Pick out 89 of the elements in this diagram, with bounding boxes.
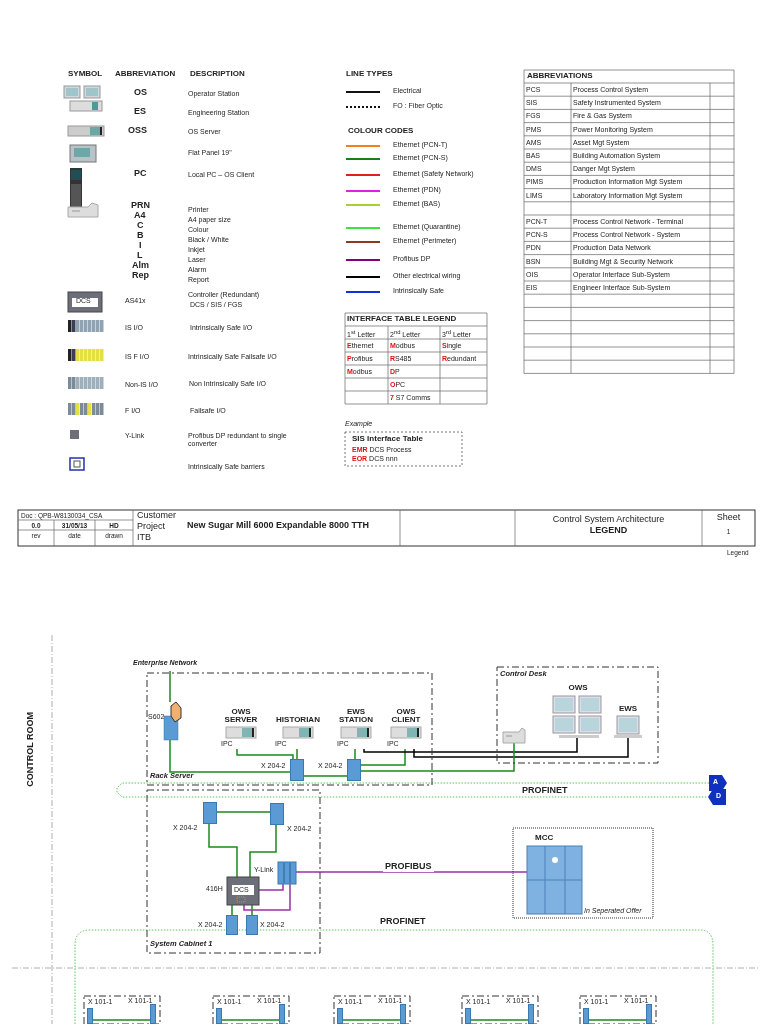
label-text: PRN bbox=[131, 201, 150, 211]
network-switch bbox=[226, 915, 238, 935]
network-switch bbox=[290, 759, 304, 781]
label-text: B bbox=[137, 231, 144, 241]
network-switch bbox=[279, 1004, 285, 1024]
enclosure-outline bbox=[213, 996, 289, 1024]
heading: DESCRIPTION bbox=[190, 70, 245, 79]
label-text: Alm bbox=[132, 261, 149, 271]
network-cable bbox=[116, 782, 710, 798]
network-cable bbox=[251, 904, 253, 916]
label-text: L bbox=[137, 251, 143, 261]
label-text: Rep bbox=[132, 271, 149, 281]
label-text: New Sugar Mill 6000 Expandable 8000 TTH bbox=[187, 521, 370, 531]
network-cable bbox=[470, 1019, 529, 1021]
heading: ABBREVIATIONS bbox=[527, 72, 593, 81]
printer-icon bbox=[503, 728, 525, 743]
network-cable bbox=[295, 871, 528, 873]
heading: LINE TYPES bbox=[346, 70, 393, 79]
label-text: ITB bbox=[137, 533, 151, 543]
heading: SYMBOL bbox=[68, 70, 103, 79]
network-cable bbox=[216, 811, 271, 813]
network-cable bbox=[588, 1019, 647, 1021]
group-title: MCC bbox=[535, 834, 554, 843]
network-switch bbox=[347, 759, 361, 781]
network-switch bbox=[465, 1008, 471, 1024]
network-switch bbox=[528, 1004, 534, 1024]
enclosure-outline bbox=[580, 996, 656, 1024]
firewall-switch-icon bbox=[164, 702, 182, 740]
device-title: EWS bbox=[617, 705, 639, 714]
heading: INTERFACE TABLE LEGEND bbox=[347, 315, 457, 324]
vertical-label: CONTROL ROOM bbox=[26, 712, 36, 787]
label-text: C bbox=[137, 221, 144, 231]
network-switch bbox=[216, 1008, 222, 1024]
enclosure-outline bbox=[462, 996, 538, 1024]
edge-label: PROFINET bbox=[520, 786, 570, 796]
network-cable bbox=[360, 742, 515, 772]
label-text: OSS bbox=[128, 126, 147, 136]
network-cable bbox=[236, 748, 294, 760]
label-text: OS bbox=[134, 88, 147, 98]
label-text: Customer bbox=[137, 511, 176, 521]
network-cable bbox=[249, 824, 277, 878]
title-block-text: LEGEND bbox=[588, 526, 629, 536]
label-text: I bbox=[139, 241, 142, 251]
title-block-text: Control System Architecture bbox=[551, 515, 666, 525]
edge-label: PROFIBUS bbox=[383, 862, 434, 872]
label-text: ES bbox=[134, 107, 146, 117]
label-text: A4 bbox=[134, 211, 146, 221]
heading: ABBREVIATION bbox=[115, 70, 176, 79]
device-title: OWS CLIENT bbox=[390, 706, 422, 724]
network-cable bbox=[354, 748, 356, 760]
network-cable bbox=[208, 823, 238, 878]
device-title: OWS bbox=[567, 684, 589, 693]
y-link-icon bbox=[278, 862, 296, 884]
network-cable bbox=[243, 883, 291, 911]
network-switch bbox=[646, 1004, 652, 1024]
network-cable bbox=[169, 739, 291, 773]
device-title: HISTORIAN bbox=[275, 714, 321, 724]
network-switch bbox=[583, 1008, 589, 1024]
network-cable bbox=[92, 1019, 151, 1021]
network-cable bbox=[296, 748, 298, 760]
network-switch bbox=[87, 1008, 93, 1024]
off-page-connector bbox=[708, 789, 726, 805]
network-cable bbox=[360, 748, 406, 766]
enclosure-outline bbox=[334, 996, 410, 1024]
network-switch bbox=[270, 803, 284, 825]
network-switch bbox=[337, 1008, 343, 1024]
device-title: OWS SERVER bbox=[223, 706, 259, 724]
network-cable bbox=[169, 670, 171, 703]
network-cable bbox=[342, 1019, 401, 1021]
network-cable bbox=[221, 1019, 280, 1021]
mcc-panel-drawing bbox=[527, 846, 582, 914]
network-cable bbox=[231, 904, 233, 916]
network-cable bbox=[303, 775, 348, 777]
heading: COLOUR CODES bbox=[348, 127, 414, 136]
label-text: PC bbox=[134, 169, 147, 179]
network-switch bbox=[203, 802, 217, 824]
label-text: PROFINET bbox=[380, 917, 426, 927]
network-cable bbox=[363, 737, 578, 753]
label-text: Project bbox=[137, 522, 165, 532]
network-switch bbox=[400, 1004, 406, 1024]
network-switch bbox=[246, 915, 258, 935]
controller-icon bbox=[227, 877, 259, 905]
enclosure-outline bbox=[84, 996, 160, 1024]
title-block-text: Sheet bbox=[715, 513, 742, 523]
network-cable bbox=[413, 737, 629, 758]
device-title: EWS STATION bbox=[338, 706, 374, 724]
network-cable bbox=[258, 883, 284, 891]
label-text: SIS Interface Table bbox=[352, 435, 423, 444]
network-switch bbox=[150, 1004, 156, 1024]
